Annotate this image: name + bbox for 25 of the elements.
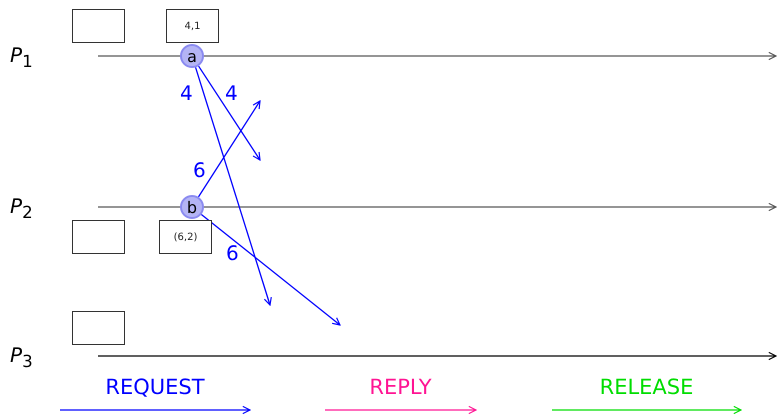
legend-text: REQUEST [105, 374, 205, 400]
empty-box [72, 220, 125, 254]
node-text: b [186, 198, 198, 216]
event-circle [180, 44, 204, 68]
legend-text: REPLY [369, 374, 432, 400]
message-arrow [200, 214, 341, 326]
empty-box [72, 311, 125, 345]
legend-text: RELEASE [600, 374, 694, 400]
edge-label: 6 [193, 158, 206, 182]
node-text: a [187, 46, 197, 66]
node-text: (6,2) [174, 232, 198, 242]
timestamp-box [159, 220, 212, 254]
edge-label: 4 [225, 81, 238, 105]
message-arrow [194, 67, 272, 306]
process-label: P$_{1}$ [10, 42, 33, 73]
process-label: P$_{2}$ [10, 193, 33, 224]
node-text: 4,1 [184, 20, 200, 32]
timestamp-box [166, 9, 219, 43]
event-circle [180, 195, 204, 219]
process-label: P$_{3}$ [10, 342, 33, 373]
message-arrow [198, 100, 261, 198]
edge-label: 4 [180, 81, 193, 105]
message-arrow [198, 66, 261, 161]
empty-box [72, 9, 125, 43]
edge-label: 6 [226, 241, 239, 265]
